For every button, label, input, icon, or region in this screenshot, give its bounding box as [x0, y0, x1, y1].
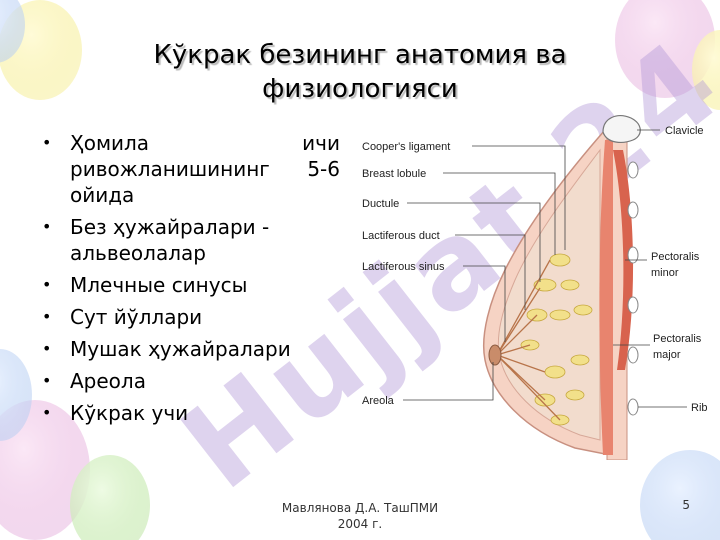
balloon-bottom-right	[640, 450, 720, 540]
ribs	[627, 161, 639, 416]
label-lactiferous-duct: Lactiferous duct	[362, 230, 440, 242]
label-pectoralis-minor-2: minor	[651, 267, 679, 279]
label-areola: Areola	[362, 395, 395, 407]
slide-title: Кўкрак безининг анатомия ва физиологияси	[90, 38, 630, 106]
breast-anatomy-diagram: Cooper's ligament Breast lobule Ductule …	[362, 115, 708, 460]
label-coopers-ligament: Cooper's ligament	[362, 141, 450, 153]
right-label-lines	[613, 129, 687, 408]
footer-author: Мавлянова Д.А. ТашПМИ	[281, 501, 439, 515]
slide-title-line-1: Кўкрак безининг анатомия ва	[153, 40, 567, 70]
bullet-item: •Кўкрак учи	[42, 401, 189, 425]
balloon-top-right	[615, 0, 720, 110]
breast-lobules	[520, 253, 593, 426]
slide-title-line-2: физиологияси	[262, 74, 458, 104]
footer: Мавлянова Д.А. ТашПМИ 2004 г.	[230, 500, 490, 532]
pectoralis-minor	[613, 150, 634, 370]
label-lactiferous-sinus: Lactiferous sinus	[362, 261, 445, 273]
bullet-list: •Ҳомила ичи ривожланишининг 5-6 ойида •Б…	[40, 130, 340, 432]
label-pectoralis-major-2: major	[653, 349, 681, 361]
lactiferous-ducts	[496, 259, 561, 421]
footer-year: 2004 г.	[337, 517, 383, 531]
label-pectoralis-major-1: Pectoralis	[653, 333, 702, 345]
left-label-lines	[403, 145, 566, 401]
balloon-top-left	[0, 0, 82, 100]
bullet-dot-icon: •	[42, 403, 52, 422]
bullet-dot-icon: •	[42, 307, 52, 326]
bullet-dot-icon: •	[42, 217, 52, 236]
label-rib: Rib	[691, 402, 708, 414]
breast-tissue	[497, 148, 601, 441]
bullet-item: •Млечные синусы	[42, 273, 248, 297]
bullet-dot-icon: •	[42, 339, 52, 358]
bullet-item: •Сут йўллари	[42, 305, 203, 329]
nipple	[488, 344, 502, 366]
bullet-item: •Мушак ҳужайралари	[42, 337, 291, 361]
label-breast-lobule: Breast lobule	[362, 168, 426, 180]
label-clavicle: Clavicle	[665, 125, 704, 137]
label-ductule: Ductule	[362, 198, 399, 210]
bullet-item: •Без ҳужайралари - альвеолалар	[42, 215, 270, 265]
bullet-dot-icon: •	[42, 275, 52, 294]
bullet-item: •Ҳомила ичи ривожланишининг 5-6 ойида	[42, 131, 340, 207]
bullet-dot-icon: •	[42, 371, 52, 390]
balloon-bottom-left	[0, 349, 150, 540]
bullet-dot-icon: •	[42, 133, 52, 152]
pectoralis-major	[599, 140, 613, 455]
bullet-item: •Ареола	[42, 369, 146, 393]
clavicle	[602, 115, 641, 143]
label-pectoralis-minor-1: Pectoralis	[651, 251, 700, 263]
page-number: 5	[682, 498, 690, 512]
